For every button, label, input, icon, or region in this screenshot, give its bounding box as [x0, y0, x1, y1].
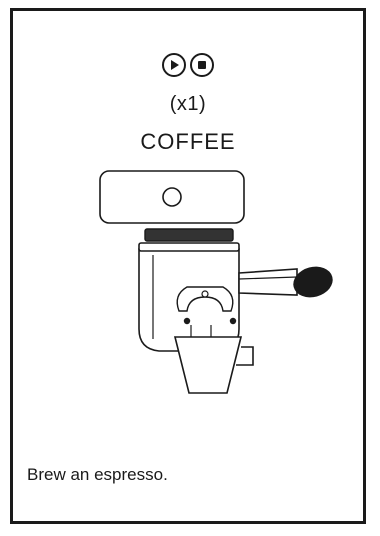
recipe-description: Brew an espresso.	[27, 465, 168, 485]
play-icon	[167, 58, 181, 72]
recipe-title: COFFEE	[13, 129, 363, 155]
group-head-button	[163, 188, 181, 206]
stop-icon	[195, 58, 209, 72]
portafilter-handle	[239, 269, 297, 295]
espresso-machine-illustration	[93, 169, 343, 409]
recipe-card: (x1) COFFEE Brew an espresso.	[10, 8, 366, 524]
gasket	[145, 229, 233, 241]
play-button[interactable]	[162, 53, 186, 77]
playback-controls	[13, 53, 363, 77]
stop-button[interactable]	[190, 53, 214, 77]
espresso-cup	[175, 337, 241, 393]
quantity-label: (x1)	[13, 93, 363, 116]
